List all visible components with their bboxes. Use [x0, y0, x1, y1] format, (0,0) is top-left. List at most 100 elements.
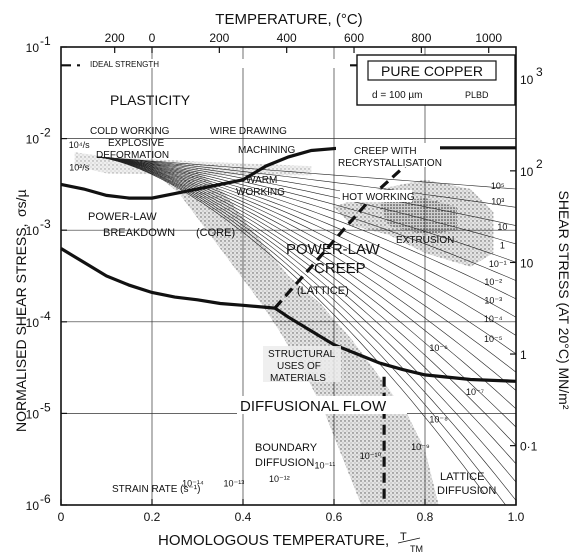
y-tick-label: 10 [26, 499, 40, 513]
strain-rate-contour [97, 156, 517, 501]
warm-working-label-1: WARM [246, 175, 277, 186]
diffusional-flow-label: DIFFUSIONAL FLOW [240, 398, 387, 415]
top-tick-label: 200 [105, 31, 125, 45]
strain-rate-contour [97, 156, 517, 391]
region-labels: IDEAL STRENGTH PLASTICITY POWER-LAW BREA… [80, 59, 496, 497]
right-tick-label: 10 [520, 73, 534, 87]
plot-frame [60, 46, 517, 506]
strain-rate-value: 10⁻¹⁴ [182, 479, 204, 489]
y-tick-label: 10 [26, 224, 40, 238]
strain-rate-contours [97, 156, 517, 505]
strain-rate-value: 10⁻⁸ [429, 415, 448, 425]
ideal-strength-label: IDEAL STRENGTH [90, 60, 159, 69]
boundary-diffusion-label-1: BOUNDARY [255, 442, 318, 454]
x-tick-label: 1.0 [508, 510, 525, 524]
y-tick-exponent: -3 [40, 217, 51, 231]
x-tick-label: 0.8 [417, 510, 434, 524]
strain-rate-value: 10⁻⁶ [429, 343, 448, 353]
right-tick-label: 10 [520, 256, 534, 270]
structural-label-2: USES OF [277, 361, 321, 372]
svg-text:NORMALISED SHEAR STRESS,: NORMALISED SHEAR STRESS, [13, 224, 29, 433]
svg-text:σs/µ: σs/µ [13, 189, 29, 217]
y-tick-label: 10 [26, 407, 40, 421]
creep-with-label: CREEP WITH [354, 146, 417, 157]
machining-label: MACHINING [238, 145, 295, 156]
right-tick-label: 0·1 [520, 440, 538, 454]
svg-text:HOMOLOGOUS TEMPERATURE,: HOMOLOGOUS TEMPERATURE, [158, 532, 389, 549]
top-tick-label: 600 [344, 31, 364, 45]
grid [61, 47, 516, 505]
strain-rate-contour [97, 156, 517, 208]
plb-label-1: POWER-LAW [88, 211, 157, 223]
lattice-diffusion-label-1: LATTICE [440, 471, 484, 483]
strain-rate-contour [97, 156, 517, 446]
strain-rate-contour [97, 156, 517, 355]
y-tick-exponent: -6 [40, 492, 51, 506]
strain-rate-contour [97, 156, 517, 428]
process-labels: COLD WORKING EXPLOSIVE DEFORMATION WIRE … [90, 126, 454, 384]
strain-rate-contour [97, 156, 517, 465]
strain-rate-value: 10⁻¹⁰ [360, 451, 382, 461]
strain-rate-value: 10⁻² [484, 277, 502, 287]
chart-title: PURE COPPER [381, 63, 483, 79]
strain-rate-value: 10 [497, 222, 507, 232]
y-tick-label: 10 [26, 133, 40, 147]
plasticity-label: PLASTICITY [110, 92, 191, 108]
lattice-label: (LATTICE) [297, 285, 349, 297]
strain-rate-value: 10⁻⁵ [484, 334, 503, 344]
top-tick-label: 200 [209, 31, 229, 45]
hot-working-shading [379, 198, 457, 235]
y-tick-exponent: -1 [40, 34, 51, 48]
plc-label-2: CREEP [314, 260, 366, 277]
grain-size: d = 100 µm [372, 90, 423, 101]
strain-rate-contour [97, 156, 517, 318]
deformation-label: DEFORMATION [96, 150, 169, 161]
y2-axis-title: SHEAR STRESS (AT 20°C) MN/m² [556, 191, 572, 410]
top-tick-label: 400 [277, 31, 297, 45]
recryst-label: RECRYSTALLISATION [338, 158, 442, 169]
top-axis-ticks: 200 0 200 400 600 800 1000 [105, 31, 502, 53]
plb-label-2: BREAKDOWN [103, 227, 175, 239]
strain-rate-value: 10⁻¹³ [224, 479, 245, 489]
x-tick-label: 0.4 [235, 510, 252, 524]
strain-rate-value: 10⁻⁷ [466, 387, 484, 397]
explosive-label: EXPLOSIVE [108, 138, 164, 149]
x-tick-label: 0 [58, 510, 65, 524]
right-tick-exponent: 2 [536, 157, 543, 171]
structural-label-1: STRUCTURAL [268, 349, 336, 360]
right-tick-exponent: 3 [536, 65, 543, 79]
strain-rate-contour [97, 156, 517, 373]
strain-rate-value: 10³ [491, 197, 504, 207]
plc-label-1: POWER-LAW [286, 241, 380, 258]
strain-rate-contour [97, 156, 517, 190]
strain-rate-value: 10⁻¹² [269, 474, 290, 484]
y-axis-title: NORMALISED SHEAR STRESS, σs/µ [13, 189, 29, 432]
extrusion-label: EXTRUSION [396, 235, 454, 246]
strain-rate-contour [97, 156, 517, 410]
strain-rate-contour [97, 156, 517, 245]
right-tick-label: 10 [520, 165, 534, 179]
svg-text:T: T [400, 531, 407, 543]
strain-rate-value: 10⁻¹ [489, 259, 507, 269]
right-tick-label: 1 [520, 348, 527, 362]
strain-rate-label: STRAIN RATE (s⁻¹) [112, 484, 200, 495]
strain-rate-contour [97, 156, 517, 263]
source-tag: PLBD [465, 90, 489, 100]
structural-uses-shading [152, 170, 439, 505]
strain-rate-contour [97, 156, 517, 300]
x-tick-label: 0.2 [144, 510, 161, 524]
top-tick-label: 1000 [475, 31, 502, 45]
strain-rate-contour [97, 156, 517, 281]
power-law-breakdown-boundary [60, 247, 276, 310]
strain-rate-value: 10⁴/s [69, 140, 90, 150]
top-tick-label: 0 [149, 31, 156, 45]
strain-rate-value: 10⁻⁴ [484, 314, 503, 324]
strain-rate-value: 10⁻¹¹ [315, 460, 336, 470]
strain-rate-value: 10²/s [69, 163, 90, 173]
top-tick-label: 800 [411, 31, 431, 45]
y-tick-label: 10 [26, 41, 40, 55]
svg-text:TM: TM [410, 544, 423, 554]
strain-rate-contour [97, 156, 517, 226]
